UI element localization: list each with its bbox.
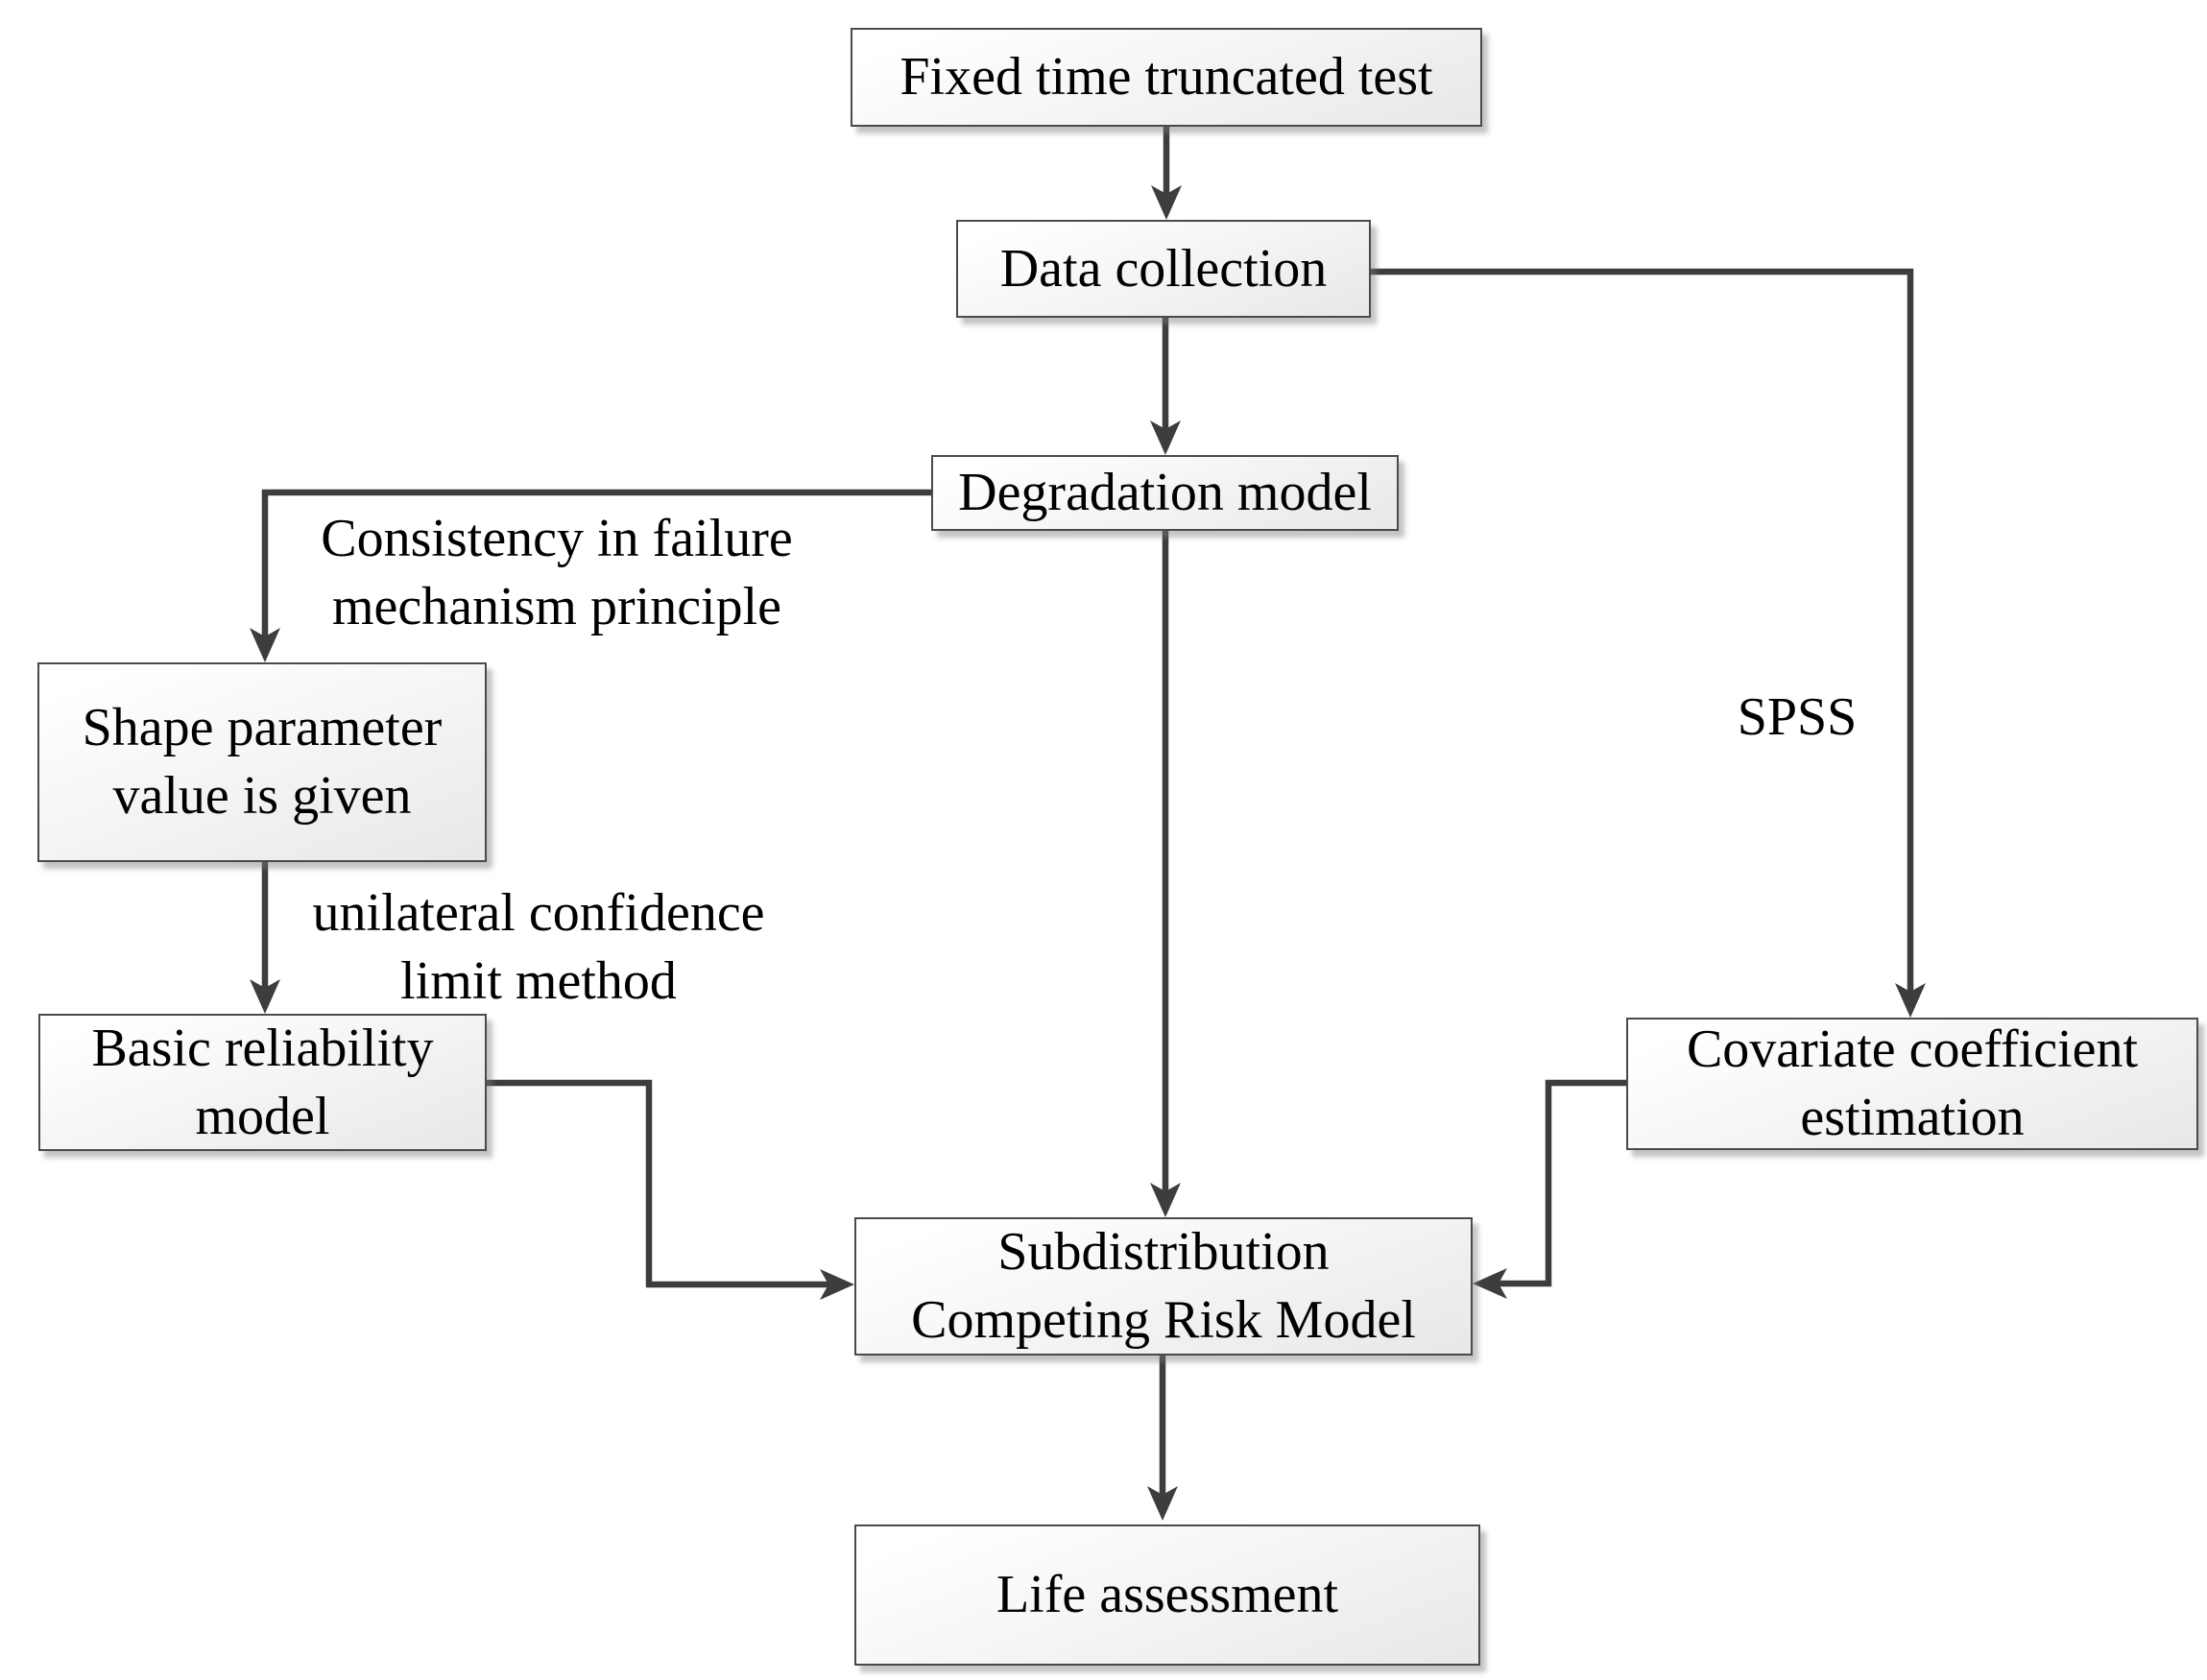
node-life-assessment: Life assessment bbox=[854, 1524, 1480, 1666]
arrowhead-into-shape-parameter bbox=[250, 628, 280, 662]
node-data-collection: Data collection bbox=[956, 220, 1371, 318]
connector-datacollection-to-covariate bbox=[1371, 268, 1914, 993]
arrowhead-into-subdistribution-top bbox=[1150, 1183, 1181, 1217]
node-subdistribution-competing-risk-model: Subdistribution Competing Risk Model bbox=[854, 1217, 1473, 1356]
node-fixed-time-truncated-test: Fixed time truncated test bbox=[851, 28, 1482, 127]
edge-label-consistency-in-failure-mechanism: Consistency in failure mechanism princip… bbox=[321, 509, 793, 637]
connector-degradation-to-shapeparameter bbox=[261, 489, 931, 637]
arrowhead-into-degradation-model bbox=[1150, 420, 1181, 455]
connector-covariate-to-subdistribution bbox=[1498, 1079, 1626, 1287]
arrowhead-into-subdistribution-left bbox=[820, 1269, 854, 1300]
arrowhead-into-subdistribution-right bbox=[1473, 1268, 1507, 1299]
arrowhead-into-data-collection bbox=[1151, 185, 1182, 220]
node-degradation-model: Degradation model bbox=[931, 455, 1399, 531]
node-basic-reliability-model: Basic reliability model bbox=[38, 1014, 487, 1151]
edge-label-spss: SPSS bbox=[1737, 687, 1858, 747]
node-shape-parameter-value-is-given: Shape parameter value is given bbox=[37, 662, 487, 862]
arrowhead-into-basic-reliability bbox=[250, 979, 280, 1014]
connector-basicreliability-to-subdistribution bbox=[487, 1079, 829, 1288]
node-covariate-coefficient-estimation: Covariate coefficient estimation bbox=[1626, 1018, 2198, 1150]
arrowhead-into-covariate-estimation bbox=[1895, 983, 1926, 1018]
arrowhead-into-life-assessment bbox=[1147, 1486, 1178, 1521]
edge-label-unilateral-confidence-limit: unilateral confidence limit method bbox=[312, 883, 765, 1012]
